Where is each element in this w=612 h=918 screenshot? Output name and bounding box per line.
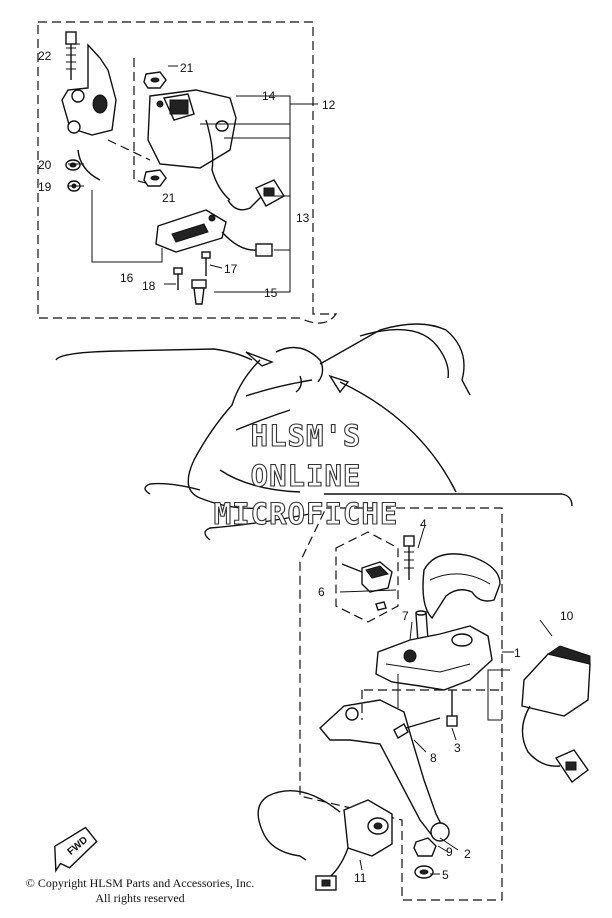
callout-12: 12 <box>322 98 336 112</box>
nut-21-bottom <box>143 169 167 187</box>
bolt-4 <box>403 535 415 580</box>
bolt-3 <box>446 690 458 727</box>
harness-connector-top <box>227 179 285 211</box>
callout-6: 6 <box>318 585 325 599</box>
callout-15: 15 <box>264 286 278 300</box>
washer-20 <box>65 159 81 171</box>
screw-18 <box>173 267 183 290</box>
callout-7: 7 <box>402 609 409 623</box>
switch-block-6 <box>341 561 393 611</box>
callout-3: 3 <box>454 741 461 755</box>
watermark-line-2: ONLINE <box>251 459 362 493</box>
switch-lower-16 <box>155 209 273 257</box>
nut-5 <box>414 865 434 879</box>
switch-housing-14 <box>147 89 237 201</box>
callout-18: 18 <box>142 279 156 293</box>
screw-17 <box>201 251 211 276</box>
screw-15 <box>191 279 207 305</box>
switch-11 <box>257 790 393 891</box>
callout-1: 1 <box>514 646 521 660</box>
arrow-top-group <box>55 348 253 361</box>
nut-9 <box>413 837 437 857</box>
watermark-line-3: MICROFICHE <box>214 497 399 531</box>
callout-16: 16 <box>120 271 134 285</box>
callout-2: 2 <box>464 847 471 861</box>
handlebar-cover <box>422 553 501 620</box>
copyright-notice: © Copyright HLSM Parts and Accessories, … <box>0 876 280 906</box>
bottom-group-frame-line <box>324 493 573 507</box>
callout-22: 22 <box>38 49 52 63</box>
bolt-22 <box>65 31 77 80</box>
watermark-line-1: HLSM'S <box>251 419 362 453</box>
top-group-dashed-frame <box>37 21 338 324</box>
callout-13: 13 <box>296 211 310 225</box>
bottom-group-dashed-frame <box>299 507 503 901</box>
callout-4: 4 <box>420 517 427 531</box>
callout-9: 9 <box>446 845 453 859</box>
nut-21-top <box>143 71 167 89</box>
callout-8: 8 <box>430 751 437 765</box>
callout-17: 17 <box>224 262 238 276</box>
sub-group-6-frame <box>335 531 399 623</box>
callout-21-bottom: 21 <box>162 191 176 205</box>
lever-bracket-1 <box>375 625 493 691</box>
callout-14: 14 <box>262 89 276 103</box>
snowmobile-outline <box>144 323 471 541</box>
callout-10: 10 <box>560 609 574 623</box>
callout-5: 5 <box>442 868 449 882</box>
copyright-line-2: All rights reserved <box>95 891 185 905</box>
screw-8 <box>393 717 441 739</box>
callout-21-top: 21 <box>180 61 194 75</box>
brake-lever-2 <box>319 699 450 842</box>
fwd-arrow-icon: FWD <box>54 826 98 873</box>
callout-19: 19 <box>38 180 52 194</box>
arrow-bottom-group <box>339 381 457 493</box>
callout-20: 20 <box>38 158 52 172</box>
heater-unit-10 <box>521 645 591 784</box>
callout-11: 11 <box>354 871 367 885</box>
clamp-bracket <box>61 43 117 181</box>
copyright-line-1: © Copyright HLSM Parts and Accessories, … <box>25 876 255 890</box>
